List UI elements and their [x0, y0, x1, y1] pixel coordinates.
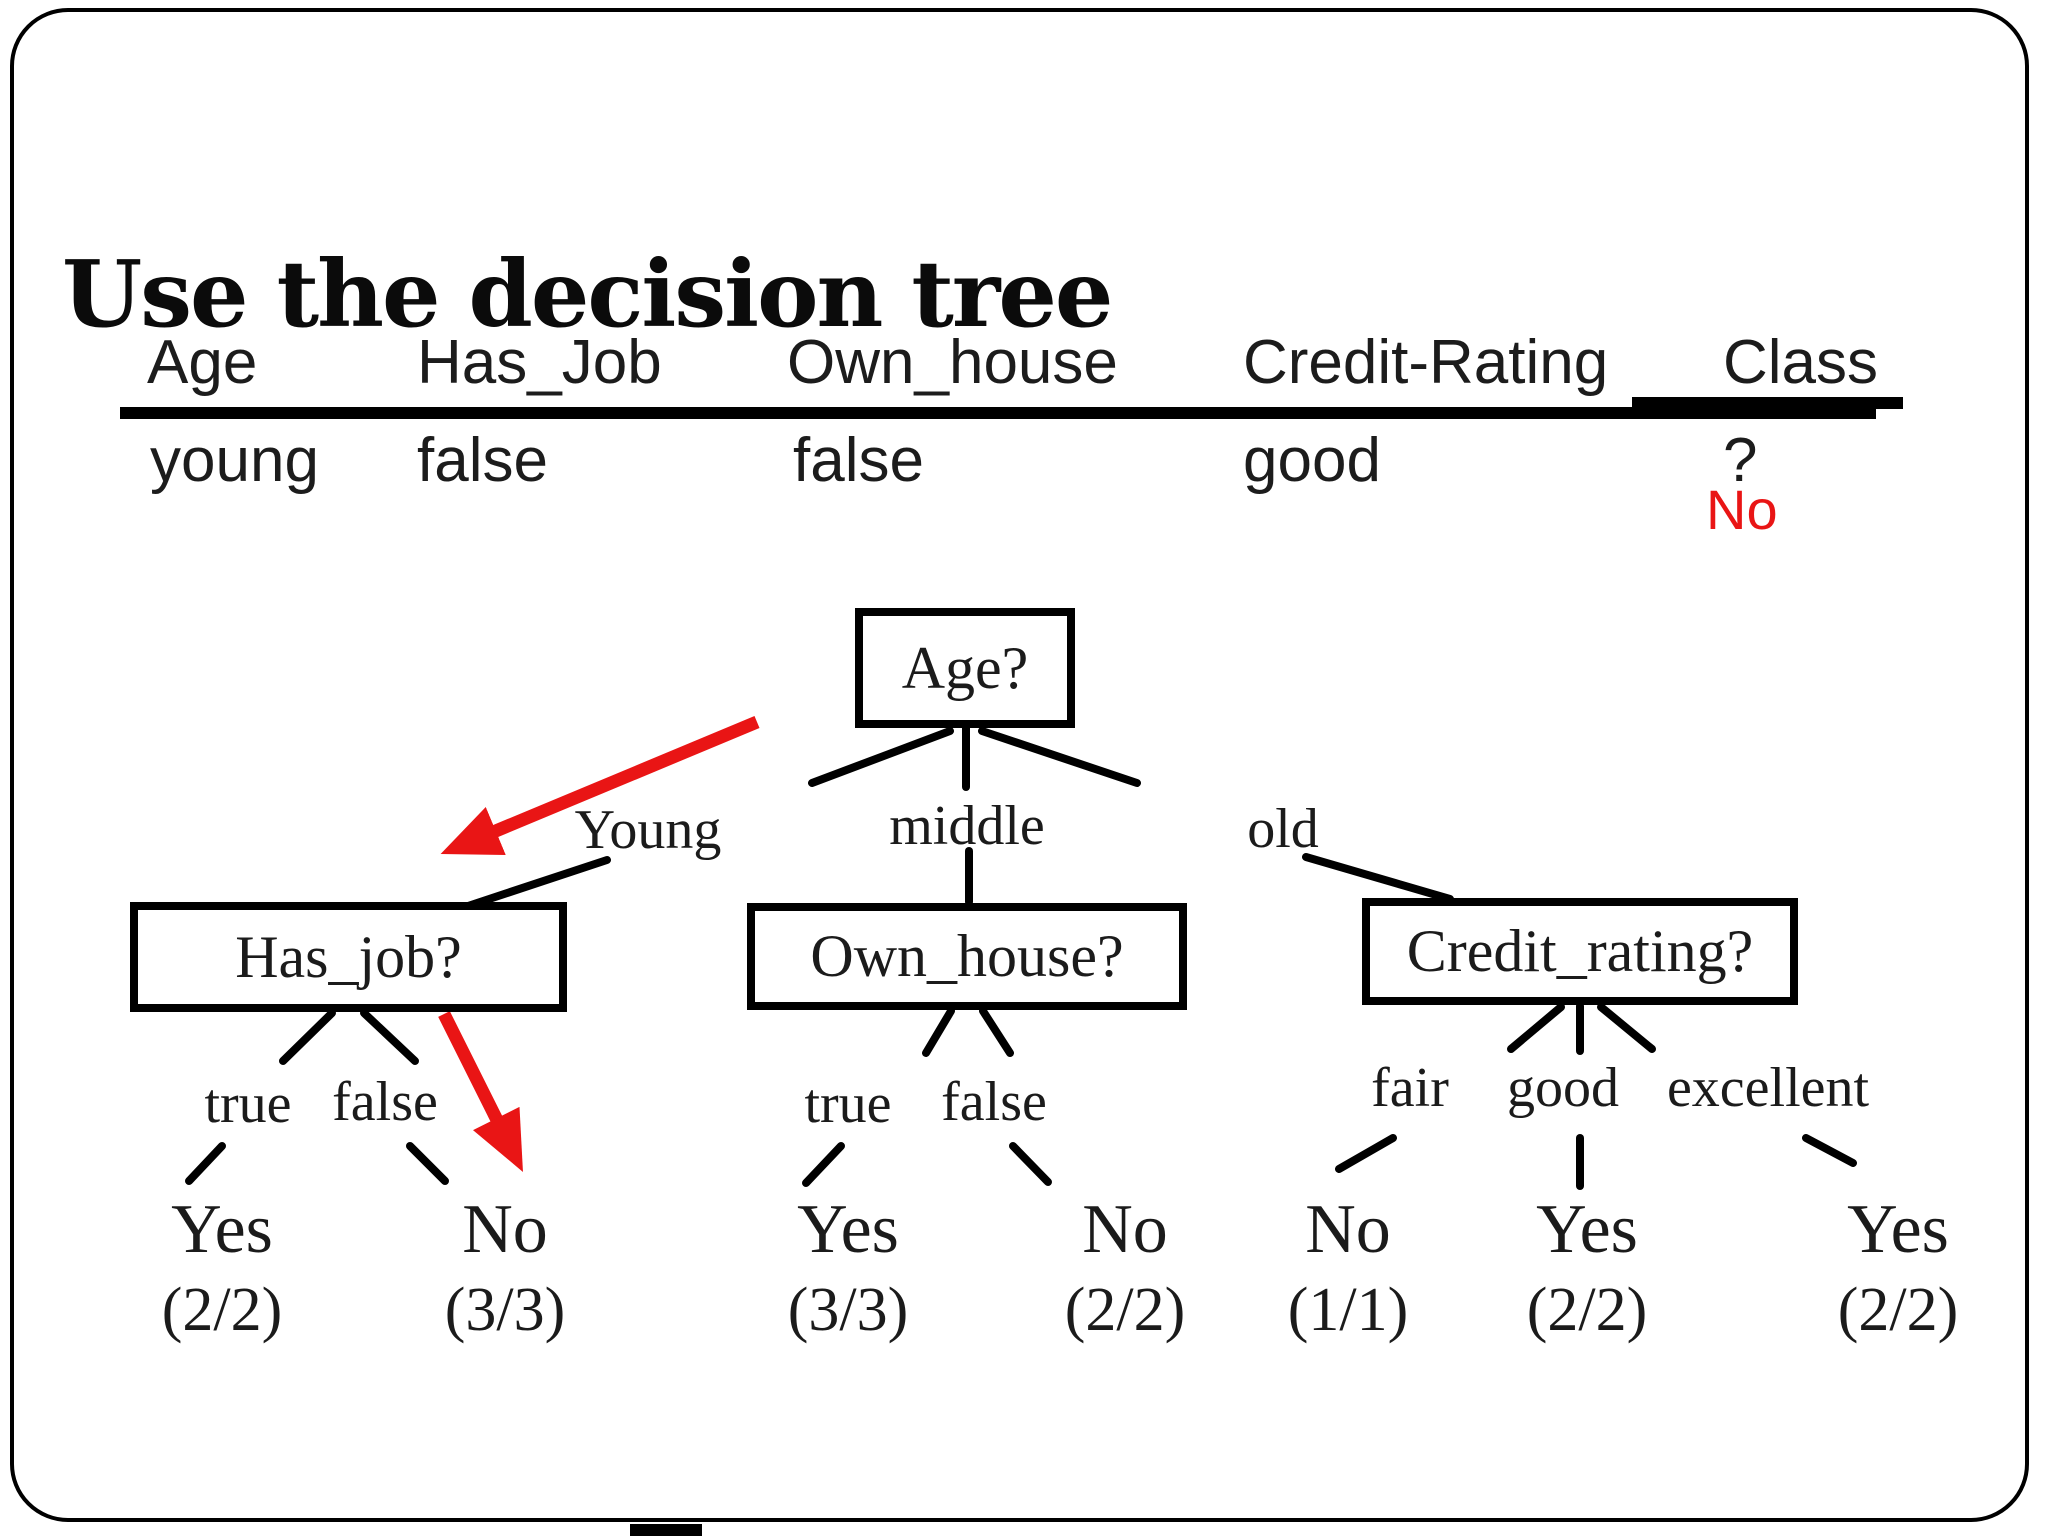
black-branch-lines: [185, 724, 1857, 1190]
bottom-edge-mark: [630, 1524, 702, 1536]
node-credit-rating: Credit_rating?: [1362, 898, 1798, 1005]
edge-ownhouse-true: true: [804, 1073, 892, 1135]
arrow-root-to-young: [440, 716, 760, 855]
node-has-job-label: Has_job?: [235, 923, 462, 990]
table-header-age: Age: [147, 328, 258, 397]
leaf-count: (2/2): [1837, 1276, 1959, 1344]
node-credit-rating-label: Credit_rating?: [1406, 918, 1754, 984]
leaf-class: Yes: [171, 1191, 273, 1268]
leaf-credit-good: Yes (2/2): [1526, 1191, 1648, 1344]
edge-hasjob-false: false: [332, 1071, 438, 1133]
leaf-count: (2/2): [161, 1276, 283, 1344]
leaf-class: No: [1082, 1191, 1168, 1268]
leaf-hasjob-true: Yes (2/2): [161, 1191, 283, 1344]
leaf-credit-fair: No (1/1): [1287, 1191, 1409, 1344]
table-cell-age: young: [150, 426, 319, 495]
table-header-rule-step: [1632, 397, 1903, 409]
leaf-class: Yes: [797, 1191, 899, 1268]
highlight-arrows: [438, 716, 760, 1172]
leaf-count: (3/3): [444, 1276, 566, 1344]
leaf-hasjob-false: No (3/3): [444, 1191, 566, 1344]
edge-credit-fair: fair: [1371, 1057, 1449, 1119]
edge-old: old: [1247, 798, 1319, 860]
leaf-class: No: [1305, 1191, 1391, 1268]
node-age-label: Age?: [901, 634, 1029, 701]
leaf-ownhouse-false: No (2/2): [1064, 1191, 1186, 1344]
table-cell-class-unknown: ?: [1723, 426, 1758, 495]
node-has-job: Has_job?: [130, 902, 567, 1012]
table-header-own-house: Own_house: [787, 328, 1118, 397]
edge-credit-excellent: excellent: [1666, 1057, 1870, 1119]
leaf-credit-excellent: Yes (2/2): [1837, 1191, 1959, 1344]
edge-ownhouse-false: false: [941, 1071, 1047, 1133]
edge-hasjob-true: true: [204, 1073, 292, 1135]
node-own-house: Own_house?: [747, 903, 1187, 1010]
node-age: Age?: [855, 608, 1075, 728]
leaf-count: (3/3): [787, 1276, 909, 1344]
node-own-house-label: Own_house?: [810, 923, 1124, 989]
slide-title: Use the decision tree: [62, 239, 1113, 348]
edge-middle: middle: [889, 795, 1045, 857]
table-header-credit-rating: Credit-Rating: [1243, 328, 1609, 397]
leaf-count: (2/2): [1064, 1276, 1186, 1344]
arrow-false-to-no: [438, 1011, 523, 1172]
edge-credit-good: good: [1507, 1057, 1619, 1119]
edge-young: Young: [574, 799, 722, 861]
predicted-class-annotation: No: [1706, 478, 1778, 541]
table-header-class: Class: [1723, 328, 1879, 397]
slide-border: [10, 8, 2029, 1522]
table-header-has-job: Has_Job: [417, 328, 662, 397]
leaf-count: (1/1): [1287, 1276, 1409, 1344]
leaf-class: No: [462, 1191, 548, 1268]
table-header-rule: [120, 407, 1876, 419]
leaf-class: Yes: [1536, 1191, 1638, 1268]
leaf-class: Yes: [1847, 1191, 1949, 1268]
table-cell-has-job: false: [417, 426, 548, 495]
table-cell-credit-rating: good: [1243, 426, 1381, 495]
leaf-count: (2/2): [1526, 1276, 1648, 1344]
table-cell-own-house: false: [793, 426, 924, 495]
leaf-ownhouse-true: Yes (3/3): [787, 1191, 909, 1344]
